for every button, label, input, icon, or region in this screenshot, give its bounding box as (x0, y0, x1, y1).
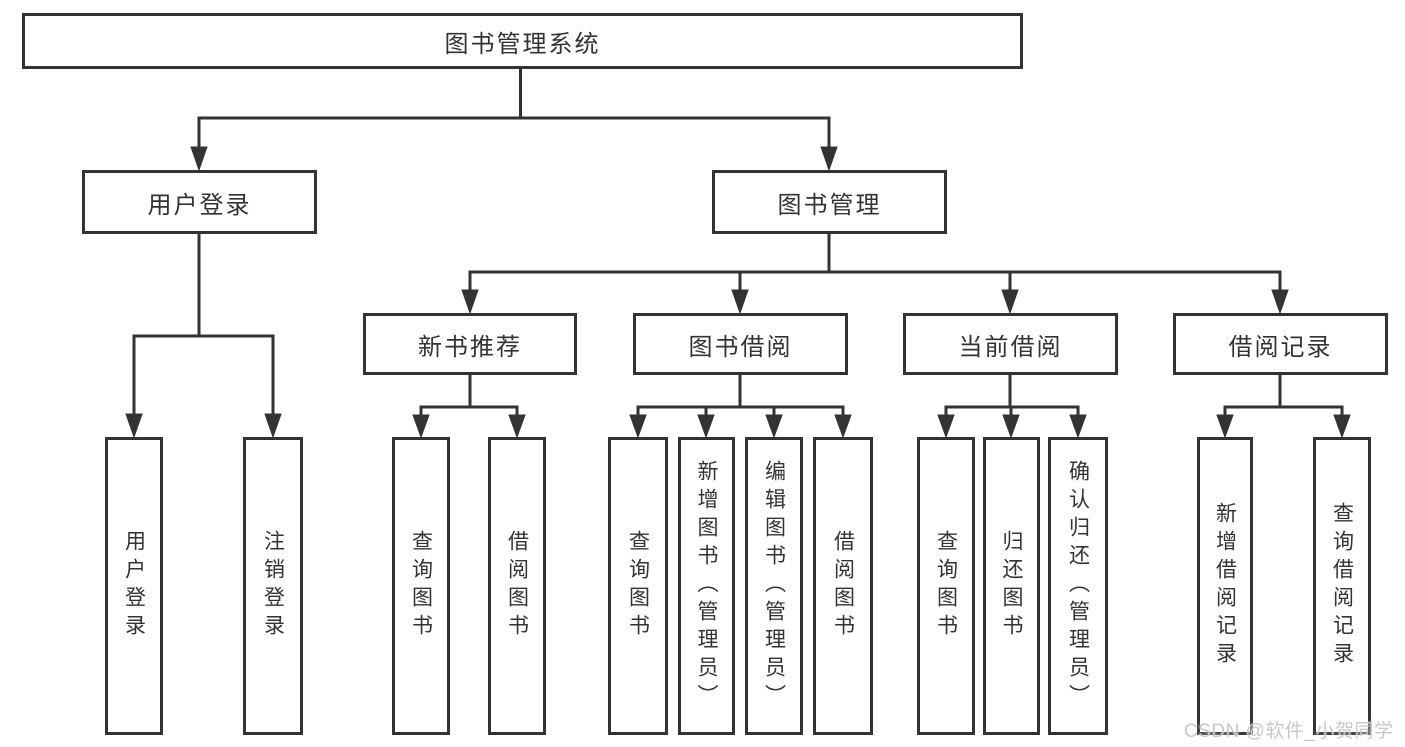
leaf-user-login: 用户登录 (105, 437, 163, 735)
node-borrowing-records: 借阅记录 (1173, 313, 1388, 375)
leaf-add-borrow-record: 新增借阅记录 (1197, 437, 1253, 735)
leaf-return-books: 归还图书 (983, 437, 1040, 735)
leaf-query-borrow-record: 查询借阅记录 (1313, 437, 1371, 735)
leaf-query-books-borrowing: 查询图书 (608, 437, 668, 735)
leaf-logout: 注销登录 (243, 437, 303, 735)
node-root: 图书管理系统 (22, 13, 1023, 69)
node-user-login: 用户登录 (82, 170, 317, 234)
leaf-add-books-admin: 新增图书（管理员） (678, 437, 735, 735)
leaf-borrow-books-borrowing: 借阅图书 (813, 437, 873, 735)
node-new-book-recommend: 新书推荐 (363, 313, 577, 375)
leaf-query-books-recommend: 查询图书 (392, 437, 450, 735)
leaf-borrow-books-recommend: 借阅图书 (488, 437, 546, 735)
leaf-query-books-current: 查询图书 (917, 437, 975, 735)
leaf-confirm-return-admin: 确认归还（管理员） (1048, 437, 1108, 735)
node-book-management: 图书管理 (712, 170, 947, 234)
csdn-watermark: CSDN @软件_小贺同学 (1184, 721, 1394, 742)
leaf-edit-books-admin: 编辑图书（管理员） (745, 437, 803, 735)
node-current-borrowing: 当前借阅 (903, 313, 1118, 375)
node-book-borrowing: 图书借阅 (633, 313, 848, 375)
